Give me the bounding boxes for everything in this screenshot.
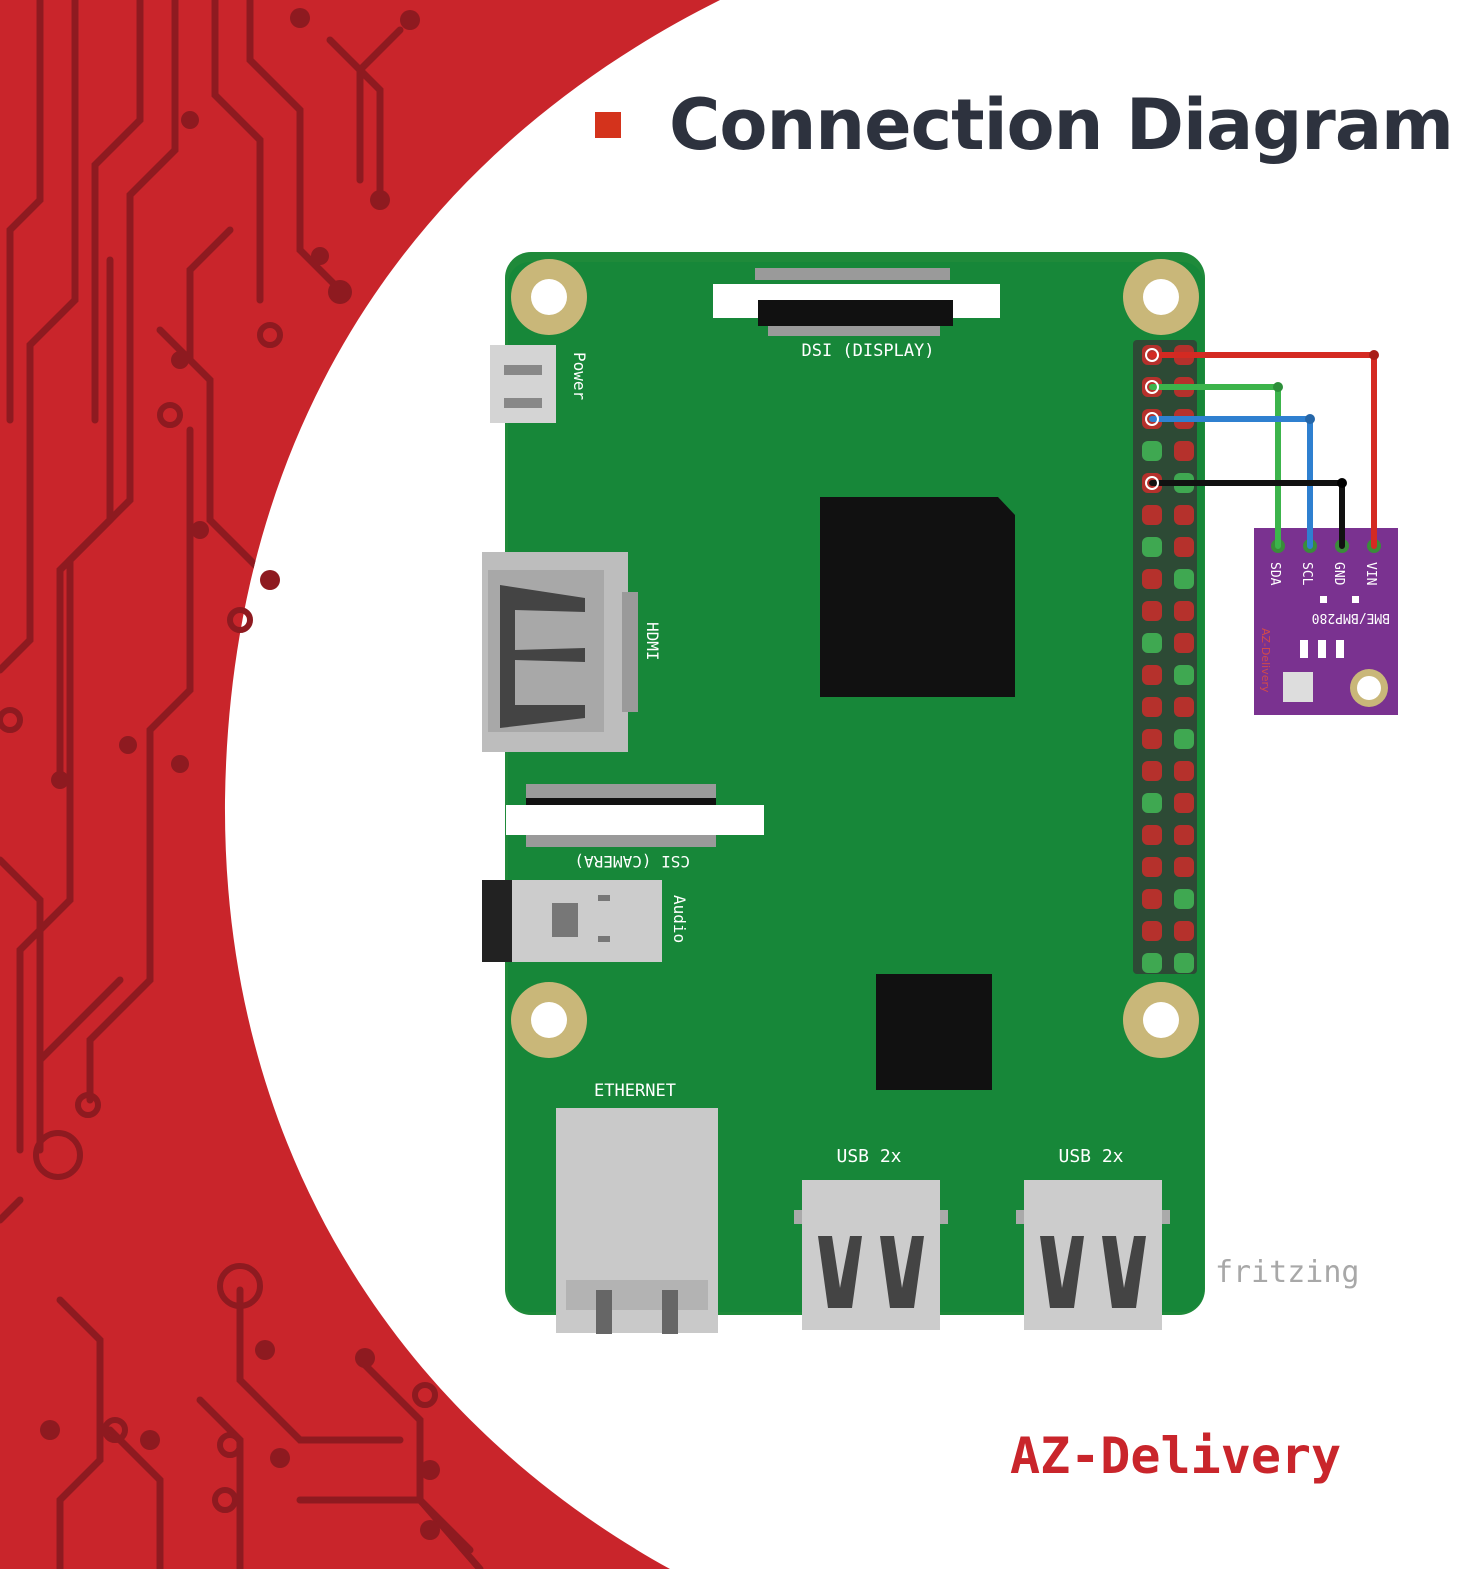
ethernet-port: ETHERNET xyxy=(556,1081,718,1334)
page-header: Connection Diagram xyxy=(595,80,1454,170)
gpio-pin xyxy=(1142,537,1162,557)
usb-controller-chip xyxy=(876,974,992,1090)
bme280-sensor-module: SDA SCL GND VIN BME/BMP280 AZ-Delivery xyxy=(1254,528,1398,715)
audio-label: Audio xyxy=(670,895,689,943)
gpio-pin xyxy=(1174,761,1194,781)
dsi-connector: DSI (DISPLAY) xyxy=(713,268,1000,361)
gpio-header xyxy=(1133,340,1197,974)
gpio-pin xyxy=(1174,729,1194,749)
hdmi-label: HDMI xyxy=(643,622,662,661)
gpio-pin xyxy=(1174,793,1194,813)
gpio-pin xyxy=(1174,953,1194,973)
gpio-pin xyxy=(1174,633,1194,653)
gpio-pin xyxy=(1142,857,1162,877)
gpio-pin xyxy=(1174,921,1194,941)
footer-brand: AZ-Delivery xyxy=(1010,1427,1341,1485)
gpio-pin xyxy=(1142,889,1162,909)
gpio-pin xyxy=(1174,505,1194,525)
gpio-pin xyxy=(1174,857,1194,877)
gpio-pin xyxy=(1174,441,1194,461)
gpio-pin xyxy=(1174,537,1194,557)
az-delivery-logo: AZ-Delivery xyxy=(1010,1427,1341,1485)
sensor-brand-text: AZ-Delivery xyxy=(1259,628,1272,693)
csi-connector: CSI (CAMERA) xyxy=(506,784,764,871)
page-title: Connection Diagram xyxy=(669,84,1454,166)
gpio-pin xyxy=(1142,697,1162,717)
gpio-pin xyxy=(1174,601,1194,621)
gpio-pin xyxy=(1174,569,1194,589)
gpio-pin xyxy=(1142,953,1162,973)
gpio-pin xyxy=(1142,921,1162,941)
hdmi-connector: HDMI xyxy=(482,552,662,752)
power-connector: Power xyxy=(490,345,589,423)
power-label: Power xyxy=(570,352,589,401)
gpio-pin xyxy=(1142,665,1162,685)
usb2-label: USB 2x xyxy=(1058,1146,1123,1167)
sensor-pin-vin: VIN xyxy=(1363,562,1378,585)
gpio-pin xyxy=(1142,793,1162,813)
soc-chip xyxy=(820,497,1015,697)
wire-endpoints xyxy=(1145,348,1379,490)
gpio-pin xyxy=(1174,697,1194,717)
gpio-pin xyxy=(1142,601,1162,621)
gpio-pin xyxy=(1174,665,1194,685)
gpio-pin xyxy=(1142,729,1162,749)
gpio-pin xyxy=(1142,441,1162,461)
gpio-pin xyxy=(1142,569,1162,589)
usb1-label: USB 2x xyxy=(836,1146,901,1167)
gpio-pin xyxy=(1142,505,1162,525)
gpio-pin xyxy=(1142,761,1162,781)
dsi-label: DSI (DISPLAY) xyxy=(801,341,934,361)
sensor-model-label: BME/BMP280 xyxy=(1312,610,1390,625)
csi-label: CSI (CAMERA) xyxy=(574,852,690,871)
sensor-pin-gnd: GND xyxy=(1331,562,1346,586)
usb-port-2: USB 2x xyxy=(1016,1146,1170,1330)
gpio-pin xyxy=(1142,633,1162,653)
background-circuit xyxy=(0,0,720,1569)
title-bullet-icon xyxy=(595,112,621,138)
raspberry-pi-board: DSI (DISPLAY) Power HDMI CSI (CAMERA) xyxy=(482,252,1205,1334)
sensor-pin-scl: SCL xyxy=(1299,562,1314,586)
gpio-pin xyxy=(1174,889,1194,909)
sensor-pin-sda: SDA xyxy=(1267,562,1282,586)
ethernet-label: ETHERNET xyxy=(594,1081,676,1101)
mounting-holes xyxy=(511,259,1199,1058)
gpio-pin xyxy=(1174,825,1194,845)
fritzing-watermark: fritzing xyxy=(1215,1255,1360,1290)
audio-jack: Audio xyxy=(482,880,689,962)
gpio-pin xyxy=(1142,825,1162,845)
usb-port-1: USB 2x xyxy=(794,1146,948,1330)
